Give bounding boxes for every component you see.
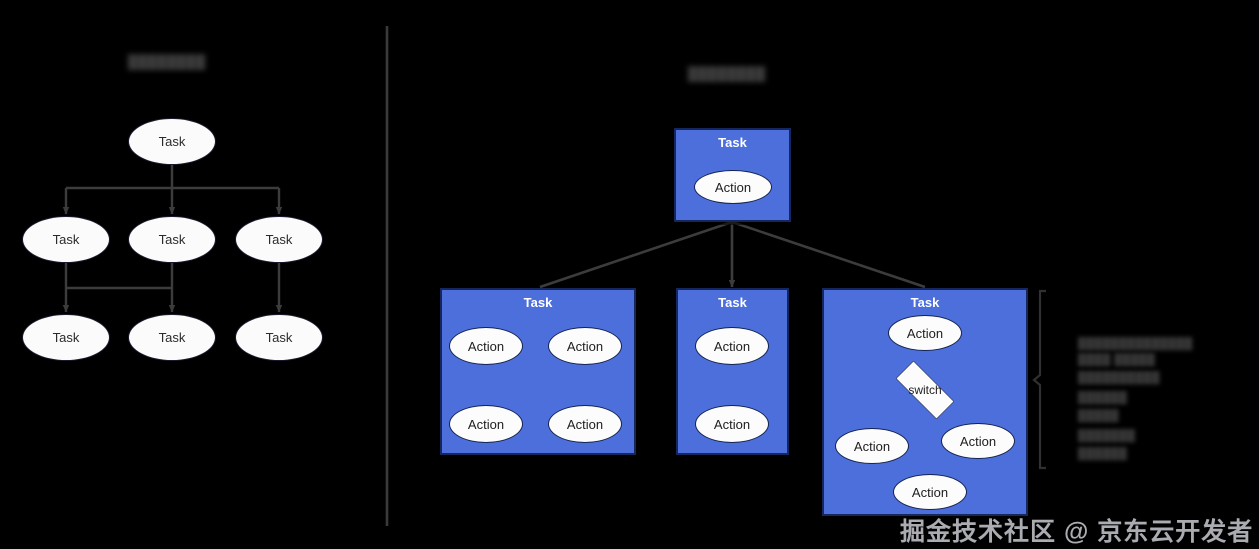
action-label: Action — [713, 416, 751, 432]
left-tree-node-l3-0[interactable]: Task — [22, 314, 110, 361]
task1-action-0[interactable]: Action — [695, 327, 769, 365]
action-label: Action — [959, 433, 997, 449]
task1-action-1[interactable]: Action — [695, 405, 769, 443]
task0-action-2[interactable]: Action — [449, 405, 523, 443]
annotation-line-7: ██████ — [1078, 448, 1128, 460]
node-label: Task — [158, 330, 186, 345]
task-box-label: Task — [718, 135, 747, 150]
task2-action-2[interactable]: Action — [941, 423, 1015, 459]
left-tree-node-l3-2[interactable]: Task — [235, 314, 323, 361]
annotation-line-3: ██████████ — [1078, 372, 1160, 384]
right-edge-root-to-task-2 — [731, 220, 926, 289]
task2-action-1[interactable]: Action — [835, 428, 909, 464]
action-label: Action — [853, 438, 891, 454]
node-label: Task — [52, 330, 80, 345]
watermark: 掘金技术社区 @ 京东云开发者 — [900, 518, 1254, 546]
annotation-line-6: ███████ — [1078, 430, 1136, 442]
task-box-label: Task — [718, 295, 747, 310]
left-tree-node-root[interactable]: Task — [128, 118, 216, 165]
action-label: Action — [467, 338, 505, 354]
node-label: Task — [158, 134, 186, 149]
node-label: Task — [158, 232, 186, 247]
left-tree-node-l2-1[interactable]: Task — [128, 216, 216, 263]
task0-action-3[interactable]: Action — [548, 405, 622, 443]
right-edge-root-to-task-0 — [539, 220, 733, 289]
right-panel-title: ████████ — [688, 66, 766, 81]
left-tree-node-l3-1[interactable]: Task — [128, 314, 216, 361]
task-box-label: Task — [523, 295, 553, 310]
task-box-label: Task — [910, 295, 940, 310]
task0-action-0[interactable]: Action — [449, 327, 523, 365]
action-label: Action — [911, 484, 949, 500]
left-tree-node-l2-2[interactable]: Task — [235, 216, 323, 263]
action-label: Action — [467, 416, 505, 432]
switch-label: switch — [908, 383, 942, 397]
annotation-brace — [1032, 289, 1046, 470]
task2-switch-node[interactable]: switch — [884, 360, 966, 420]
action-label: Action — [906, 325, 944, 341]
node-label: Task — [52, 232, 80, 247]
action-label: Action — [713, 338, 751, 354]
action-label: Action — [714, 179, 752, 195]
annotation-line-2: ████ █████ — [1078, 354, 1156, 366]
task0-action-1[interactable]: Action — [548, 327, 622, 365]
right-root-task-action-0[interactable]: Action — [694, 170, 772, 204]
node-label: Task — [265, 232, 293, 247]
annotation-line-4: ██████ — [1078, 392, 1128, 404]
action-label: Action — [566, 338, 604, 354]
annotation-line-1: ██████████████ — [1078, 338, 1193, 350]
node-label: Task — [265, 330, 293, 345]
action-label: Action — [566, 416, 604, 432]
annotation-line-5: █████ — [1078, 410, 1119, 422]
task2-action-0[interactable]: Action — [888, 315, 962, 351]
left-tree-node-l2-0[interactable]: Task — [22, 216, 110, 263]
left-panel-title: ████████ — [128, 54, 206, 69]
task2-action-3[interactable]: Action — [893, 474, 967, 510]
